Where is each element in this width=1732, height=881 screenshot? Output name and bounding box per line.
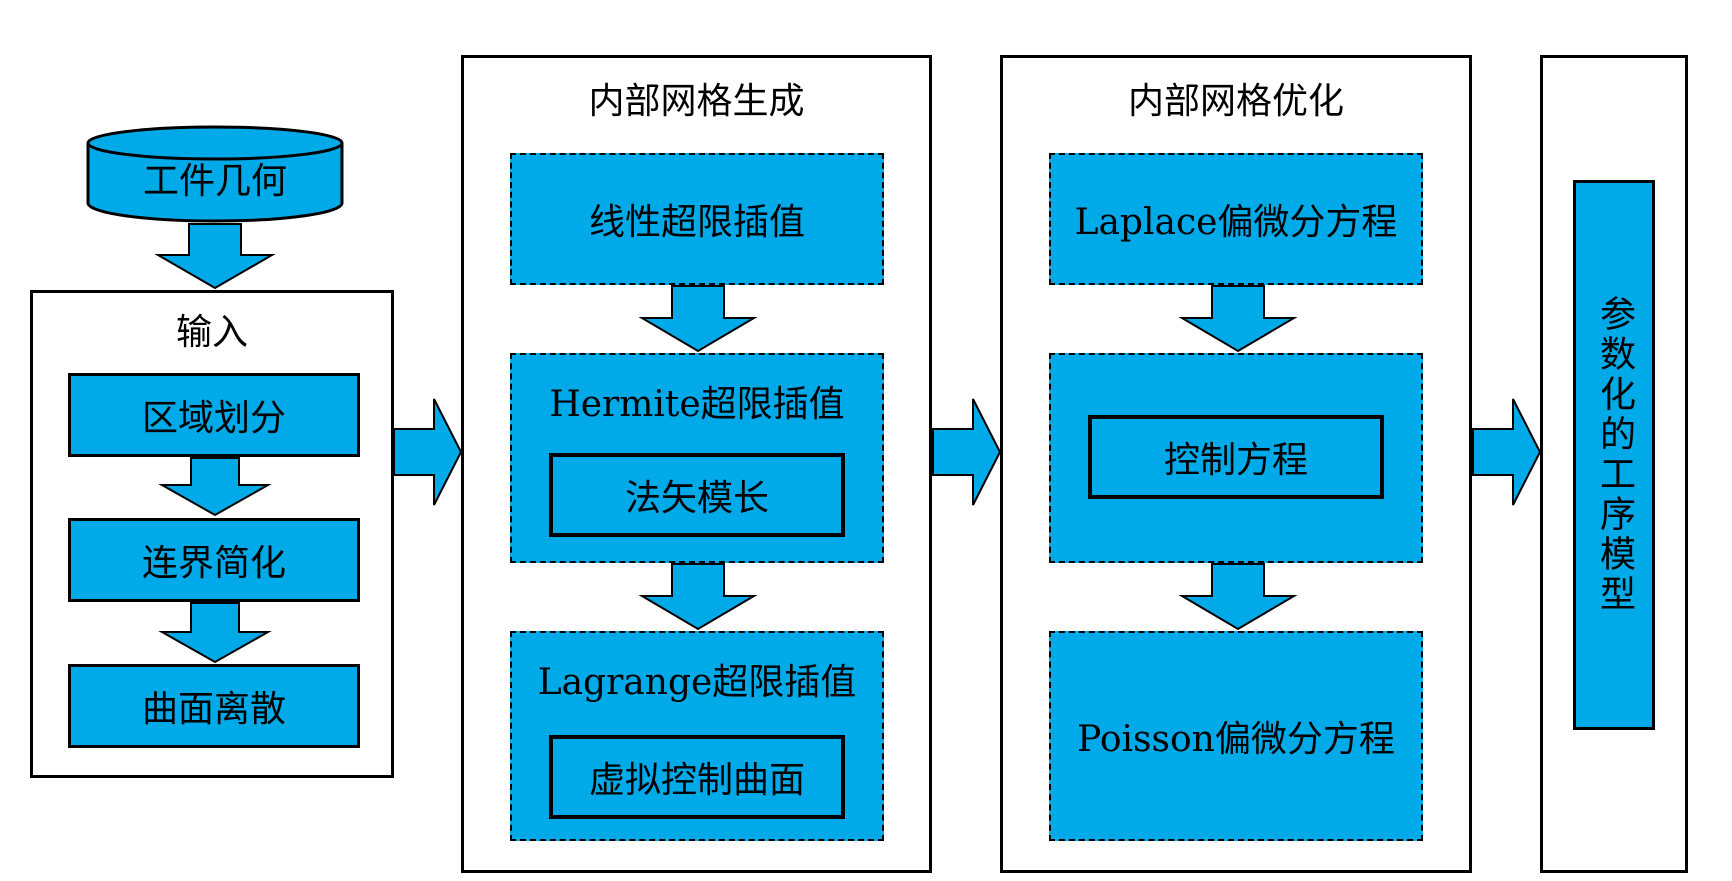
control-equation-box: 控制方程 — [1088, 415, 1384, 499]
cylinder-label: 工件几何 — [142, 161, 287, 202]
right-arrow-icon — [1472, 398, 1542, 506]
down-arrow-icon — [638, 285, 758, 353]
step-surface-discretize: 曲面离散 — [68, 664, 360, 748]
hermite-interpolation-label: Hermite超限插值 — [549, 384, 845, 425]
parametric-process-model-label: 参数化的工序模型 — [1594, 295, 1635, 615]
right-arrow-icon — [932, 398, 1002, 506]
normal-length-box: 法矢模长 — [549, 453, 845, 537]
parametric-process-model-box: 参数化的工序模型 — [1573, 180, 1655, 730]
down-arrow-icon — [158, 602, 272, 664]
down-arrow-icon — [1178, 285, 1298, 353]
generation-panel-title: 内部网格生成 — [588, 81, 805, 122]
poisson-pde-box: Poisson偏微分方程 — [1049, 631, 1423, 841]
step-boundary-simplify: 连界简化 — [68, 518, 360, 602]
virtual-control-surface-box: 虚拟控制曲面 — [549, 735, 845, 819]
linear-interpolation-box: 线性超限插值 — [510, 153, 884, 285]
right-arrow-icon — [393, 398, 463, 506]
optimization-panel-title: 内部网格优化 — [1127, 81, 1344, 122]
lagrange-interpolation-label: Lagrange超限插值 — [537, 662, 857, 703]
down-arrow-icon — [1178, 563, 1298, 631]
step-region-partition: 区域划分 — [68, 373, 360, 457]
workpiece-geometry-cylinder — [86, 125, 344, 223]
down-arrow-icon — [154, 223, 276, 290]
input-panel-title: 输入 — [175, 312, 248, 353]
down-arrow-icon — [158, 457, 272, 517]
down-arrow-icon — [638, 563, 758, 631]
laplace-pde-box: Laplace偏微分方程 — [1049, 153, 1423, 285]
